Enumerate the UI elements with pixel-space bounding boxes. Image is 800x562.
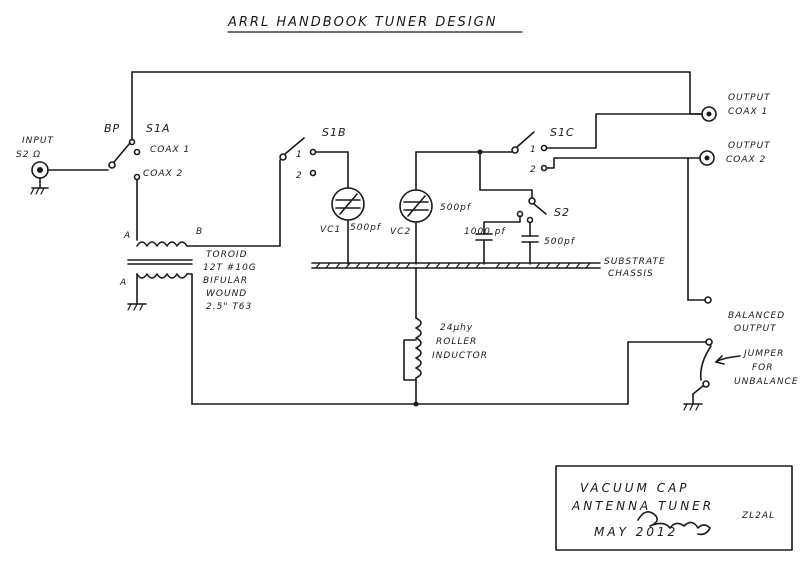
vc1-label: VC1 xyxy=(320,225,341,235)
jumper-ground xyxy=(683,385,704,411)
vc2-label: VC2 xyxy=(390,227,411,237)
inductor-label-2: ROLLER xyxy=(436,337,477,347)
toroid-note-5: 2.5" T63 xyxy=(206,302,252,312)
input-label: INPUT xyxy=(22,136,54,146)
s1a-pos1-label: COAX 1 xyxy=(150,145,190,155)
balanced-label-1: BALANCED xyxy=(728,311,785,321)
s1a-label: S1A xyxy=(146,122,171,135)
title-block-frame xyxy=(555,465,793,551)
toroid-a-top: A xyxy=(123,231,131,241)
inductor-junction xyxy=(413,401,419,407)
title-block-line-2: ANTENNA TUNER xyxy=(571,499,714,513)
substrate-label-2: CHASSIS xyxy=(608,269,654,279)
inductor-label-3: INDUCTOR xyxy=(432,351,488,361)
s2-label: S2 xyxy=(554,206,570,219)
s1c-to-coax1 xyxy=(546,113,703,149)
s1a-pos2-label: COAX 2 xyxy=(143,169,183,179)
c500-label: 500pf xyxy=(544,237,576,247)
title-block-line-1: VACUUM CAP xyxy=(580,481,690,495)
vc1-capacitor xyxy=(331,187,365,265)
s1c-pos1-label: 1 xyxy=(530,145,537,155)
s1c-label: S1C xyxy=(550,126,575,139)
c1000-capacitor xyxy=(475,233,493,265)
s1b-label: S1B xyxy=(322,126,347,139)
toroid-note-1: TOROID xyxy=(206,250,248,260)
input-connector xyxy=(30,161,49,195)
coax2-label-2: COAX 2 xyxy=(726,155,766,165)
coax1-label-2: COAX 1 xyxy=(728,107,768,117)
balanced-label-2: OUTPUT xyxy=(734,324,777,334)
toroid-transformer xyxy=(127,241,196,279)
jumper-wire xyxy=(699,345,712,381)
coax2-connector xyxy=(699,150,715,166)
coax2-label-1: OUTPUT xyxy=(728,141,771,151)
title-block-date: MAY 2012 xyxy=(594,525,678,539)
toroid-b-top: B xyxy=(196,227,203,237)
jumper-label-2: FOR xyxy=(752,363,774,373)
bypass-label: BP xyxy=(104,122,120,135)
s1a-switch xyxy=(108,138,141,181)
coax1-connector xyxy=(701,106,717,122)
input-connector-label: S2 Ω xyxy=(16,150,41,160)
s2-switch xyxy=(516,197,547,224)
vc2-capacitor xyxy=(399,189,433,265)
substrate-chassis xyxy=(311,262,601,269)
s1c-to-coax2 xyxy=(546,157,701,169)
jumper-label-1: JUMPER xyxy=(742,349,784,359)
coax1-label-1: OUTPUT xyxy=(728,93,771,103)
jumper-terminal xyxy=(702,380,710,388)
vc1-value: 500pf xyxy=(350,223,382,233)
c1000-label: 1000 pf xyxy=(464,227,506,237)
s1b-pos1-label: 1 xyxy=(296,150,303,160)
jumper-label-3: UNBALANCE xyxy=(734,377,799,387)
toroid-ground xyxy=(127,273,147,311)
inductor-label-1: 24μhy xyxy=(440,323,473,333)
diagram-title: ARRL HANDBOOK TUNER DESIGN xyxy=(227,15,497,30)
s1c-pos2-label: 2 xyxy=(530,165,537,175)
roller-inductor xyxy=(403,317,422,405)
toroid-a-bottom: A xyxy=(119,278,127,288)
toroid-note-3: BIFULAR xyxy=(203,276,248,286)
signature xyxy=(637,511,711,536)
balanced-terminal-1 xyxy=(704,296,712,304)
s2-to-c1000 xyxy=(483,215,521,235)
vc2-value: 500pf xyxy=(440,203,472,213)
toroid-note-2: 12T #10G xyxy=(203,263,257,273)
balanced-terminal-2 xyxy=(705,338,713,346)
toroid-note-4: WOUND xyxy=(206,289,247,299)
title-block-callsign: ZL2AL xyxy=(741,511,775,521)
jumper-arrow-head xyxy=(715,355,725,365)
s1b-pos2-label: 2 xyxy=(296,171,303,181)
substrate-label-1: SUBSTRATE xyxy=(604,257,666,267)
c500-capacitor xyxy=(521,235,539,265)
